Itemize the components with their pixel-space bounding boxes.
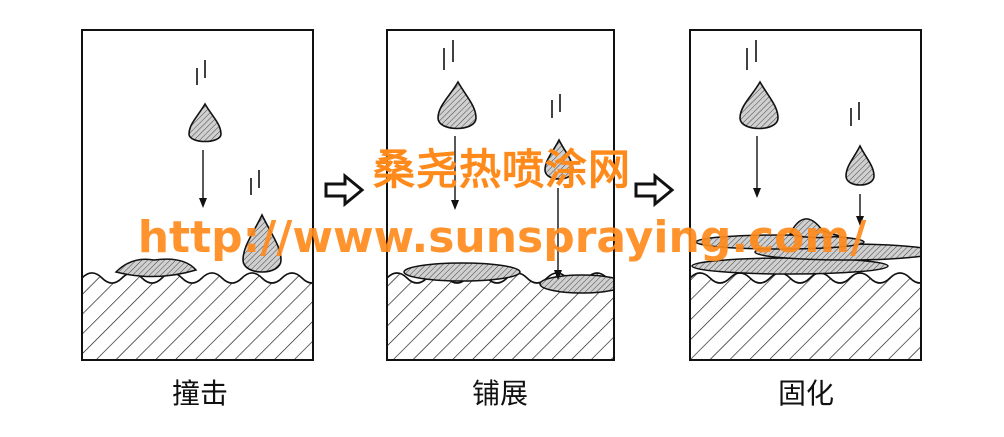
spread-splat (539, 274, 614, 294)
motion-lines-icon (551, 94, 561, 118)
motion-lines-icon (196, 60, 206, 85)
motion-lines-icon (746, 40, 757, 70)
down-arrow-icon (451, 136, 459, 210)
impacting-splat (114, 258, 198, 278)
down-arrow-icon (199, 150, 207, 208)
droplet-icon (739, 80, 779, 130)
substrate (82, 272, 313, 360)
panel-solidification (689, 29, 922, 361)
down-arrow-icon (753, 136, 761, 198)
motion-lines-icon (250, 170, 260, 195)
spread-splat (403, 262, 521, 282)
panel-impact (81, 29, 314, 361)
droplet-icon (242, 213, 282, 273)
droplet-icon (188, 102, 222, 143)
droplet-icon (544, 138, 574, 180)
down-arrow-icon (554, 188, 562, 280)
motion-lines-icon (850, 102, 860, 126)
watermark-title: 桑尧热喷涂网 (372, 145, 631, 194)
watermark-url: http://www.sunspraying.com/ (137, 212, 867, 263)
panel-frame (81, 29, 314, 361)
impacting-splat (788, 218, 841, 239)
droplet-icon (845, 144, 875, 186)
panel-frame (689, 29, 922, 361)
panel-frame (386, 29, 615, 361)
down-arrow-icon (856, 194, 864, 226)
panel-spreading (386, 29, 615, 361)
stage-label-spreading: 铺展 (471, 377, 528, 410)
solid-lamella (695, 234, 865, 250)
right-arrow-icon (324, 172, 365, 208)
motion-lines-icon (443, 40, 454, 70)
stage-label-solidification: 固化 (777, 377, 834, 410)
stage-label-impact: 撞击 (171, 377, 228, 410)
substrate (690, 272, 921, 360)
droplet-icon (437, 80, 477, 130)
right-arrow-icon (634, 172, 675, 208)
